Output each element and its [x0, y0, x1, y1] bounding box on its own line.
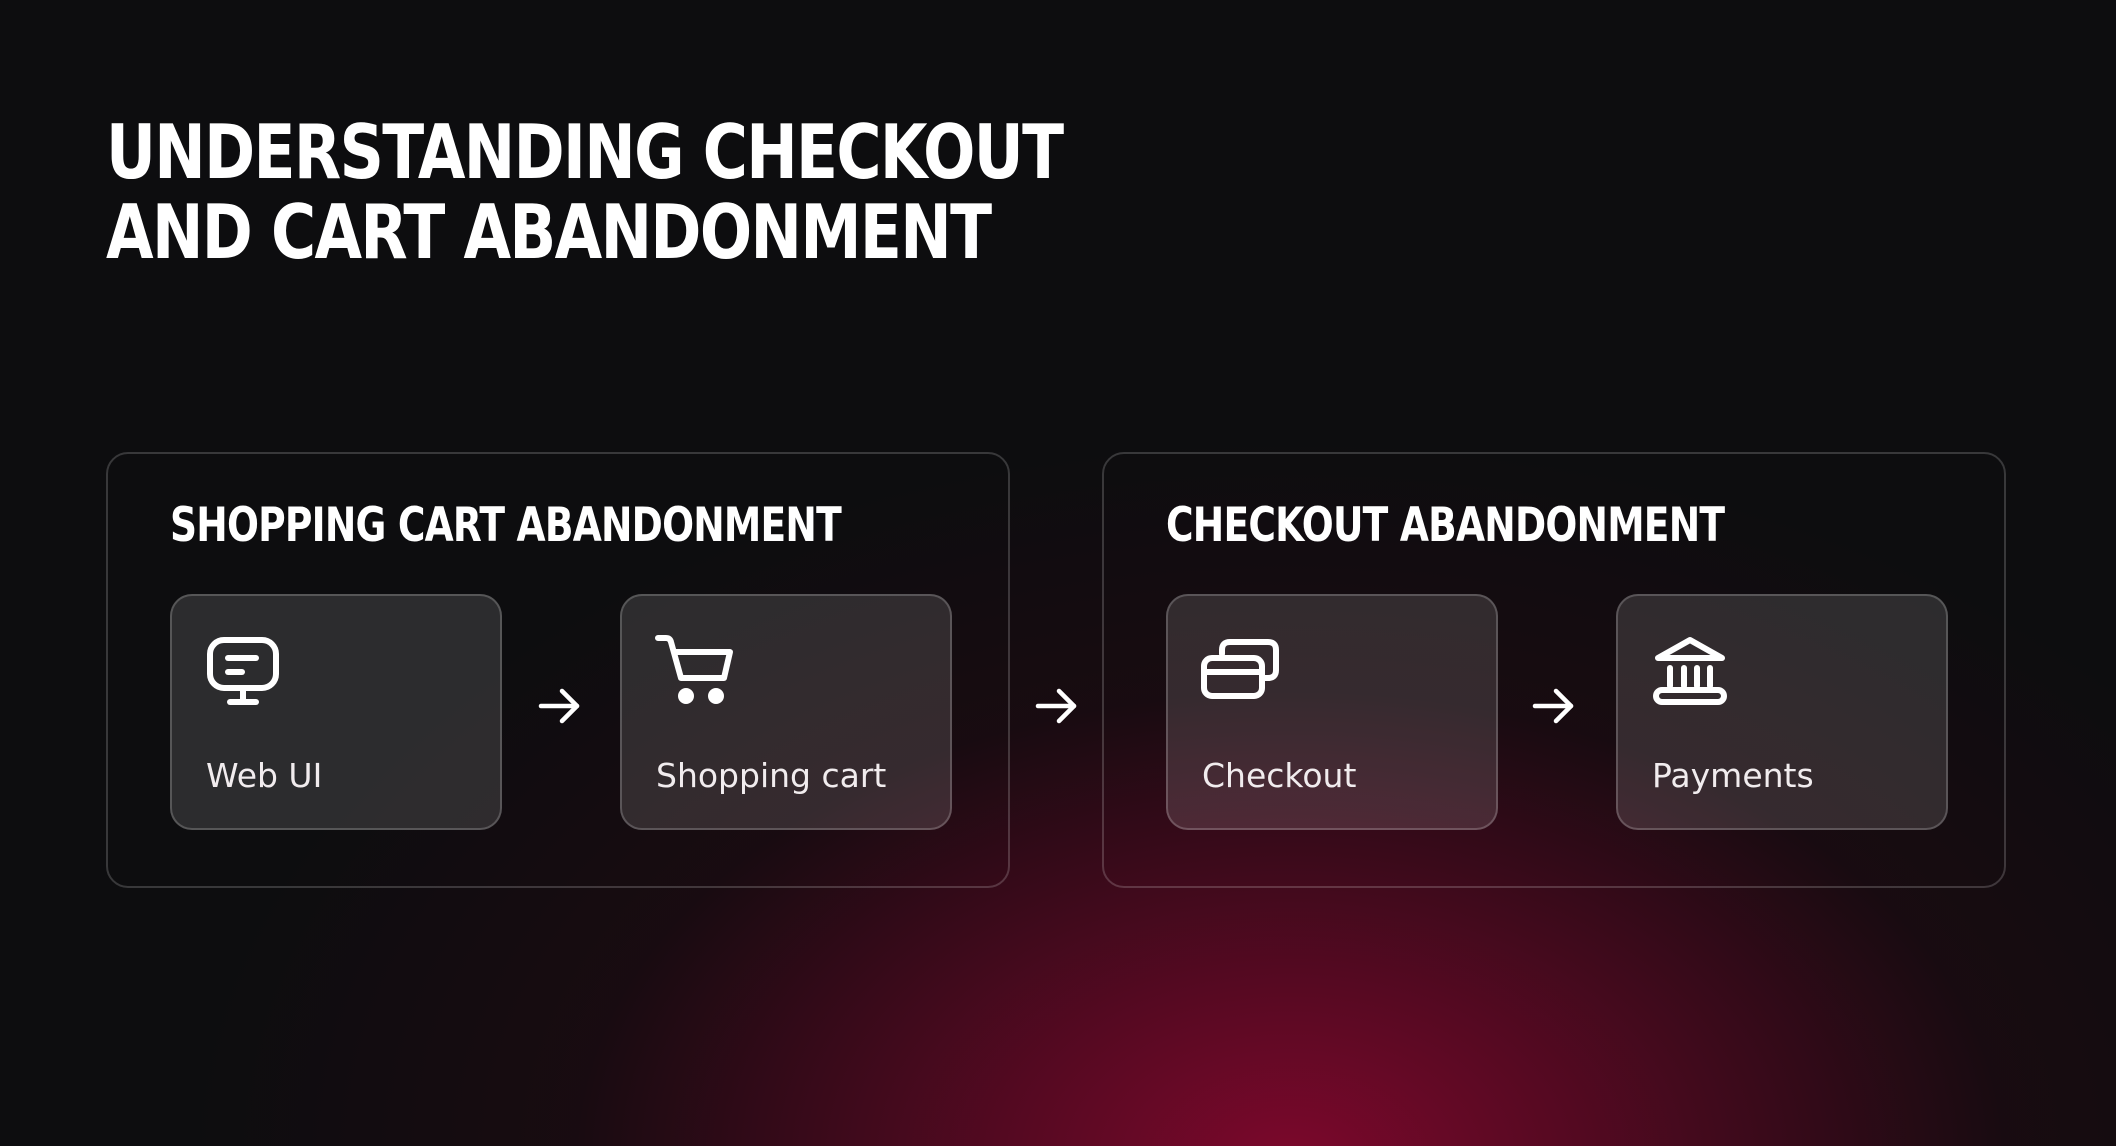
group-title-checkout-abandonment: CHECKOUT ABANDONMENT	[1166, 498, 1725, 553]
page-title-line-2: AND CART ABANDONMENT	[106, 188, 992, 276]
card-label-web-ui: Web UI	[206, 756, 323, 795]
page-title-line-1: UNDERSTANDING CHECKOUT	[106, 108, 1064, 196]
group-title-shopping-cart-abandonment: SHOPPING CART ABANDONMENT	[170, 498, 842, 553]
monitor-icon	[204, 632, 284, 712]
card-payments: Payments	[1616, 594, 1948, 830]
credit-cards-icon	[1200, 632, 1280, 712]
shopping-cart-icon	[654, 632, 734, 712]
arrow-right-icon	[537, 683, 583, 729]
group-shopping-cart-abandonment: SHOPPING CART ABANDONMENT Web UI Shoppin…	[106, 452, 1010, 888]
card-label-shopping-cart: Shopping cart	[656, 756, 887, 795]
arrow-right-icon	[1034, 683, 1080, 729]
page-title: UNDERSTANDING CHECKOUT AND CART ABANDONM…	[106, 108, 1064, 276]
card-label-payments: Payments	[1652, 756, 1814, 795]
bank-icon	[1650, 632, 1730, 712]
card-web-ui: Web UI	[170, 594, 502, 830]
arrow-right-icon	[1531, 683, 1577, 729]
card-checkout: Checkout	[1166, 594, 1498, 830]
card-label-checkout: Checkout	[1202, 756, 1357, 795]
group-checkout-abandonment: CHECKOUT ABANDONMENT Checkout Payments	[1102, 452, 2006, 888]
card-shopping-cart: Shopping cart	[620, 594, 952, 830]
